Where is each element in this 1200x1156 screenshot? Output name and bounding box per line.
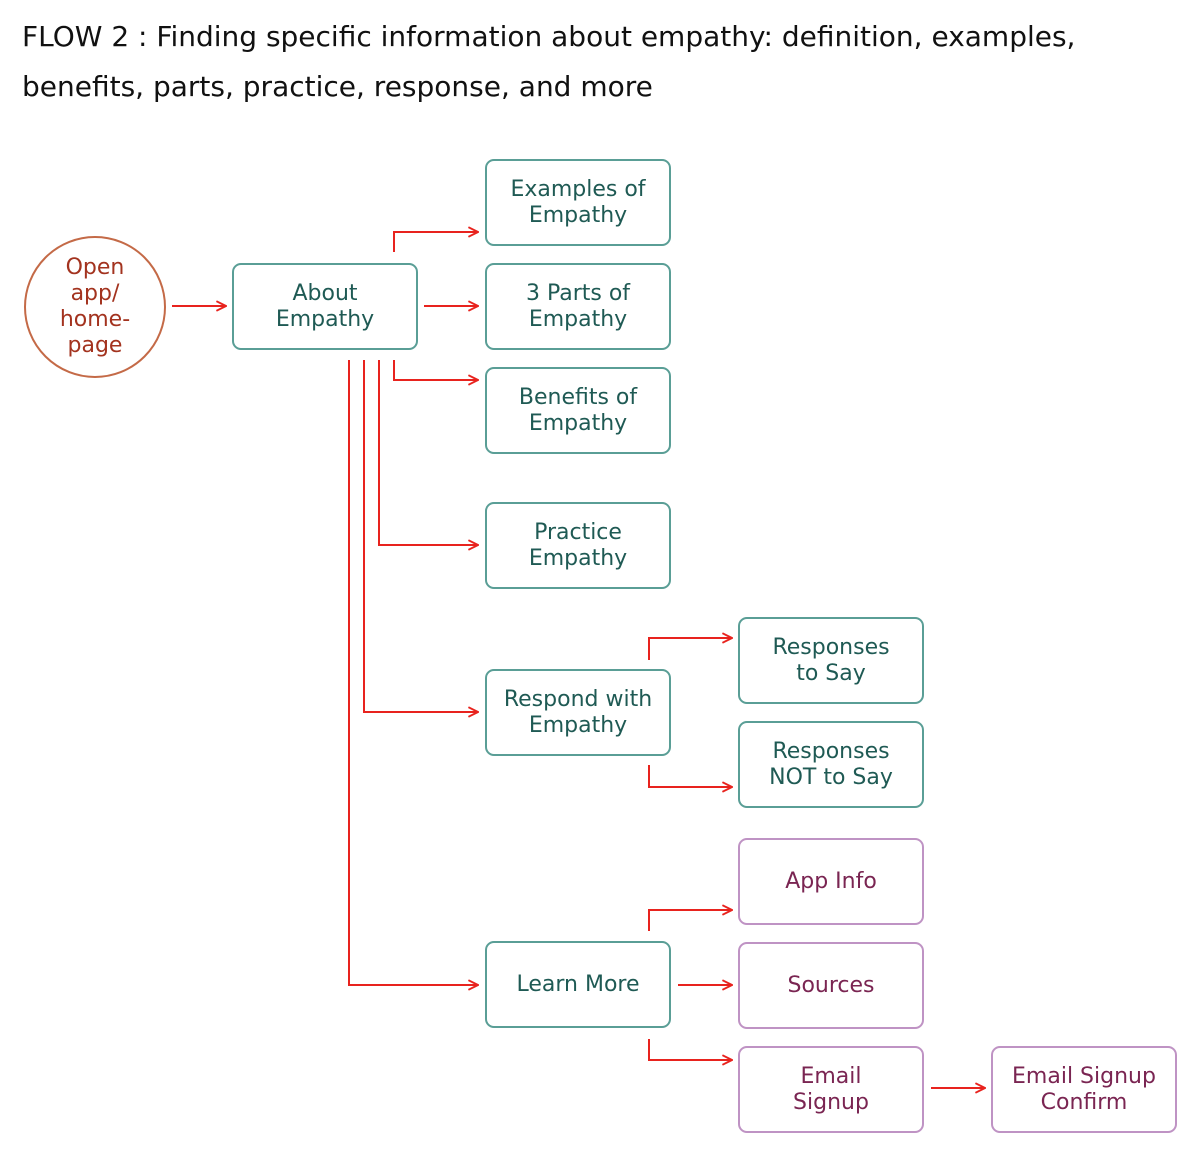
node-responses-to-say: Responses to Say	[738, 617, 924, 704]
arrow-about-to-practice	[378, 360, 478, 545]
node-respond-with-empathy: Respond with Empathy	[485, 669, 671, 756]
arrow-respond-to-not-say	[648, 765, 732, 787]
node-email-signup: Email Signup	[738, 1046, 924, 1133]
node-email-signup-confirm: Email Signup Confirm	[991, 1046, 1177, 1133]
node-responses-not-to-say: Responses NOT to Say	[738, 721, 924, 808]
arrow-about-to-learn-more	[348, 360, 478, 985]
arrow-about-to-benefits	[393, 360, 478, 380]
page-title: FLOW 2 : Finding specific information ab…	[22, 20, 1076, 103]
arrow-about-to-examples	[393, 232, 478, 252]
node-about-empathy: About Empathy	[232, 263, 418, 350]
node-benefits-of-empathy: Benefits of Empathy	[485, 367, 671, 454]
arrow-respond-to-say	[648, 638, 732, 660]
node-app-info: App Info	[738, 838, 924, 925]
node-sources: Sources	[738, 942, 924, 1029]
arrow-learn-to-email	[648, 1039, 732, 1060]
node-practice-empathy: Practice Empathy	[485, 502, 671, 589]
node-learn-more: Learn More	[485, 941, 671, 1028]
arrow-about-to-respond	[363, 360, 478, 712]
node-three-parts-of-empathy: 3 Parts of Empathy	[485, 263, 671, 350]
node-examples-of-empathy: Examples of Empathy	[485, 159, 671, 246]
arrow-learn-to-app-info	[648, 910, 732, 931]
node-open-app: Open app/ home- page	[24, 236, 166, 378]
